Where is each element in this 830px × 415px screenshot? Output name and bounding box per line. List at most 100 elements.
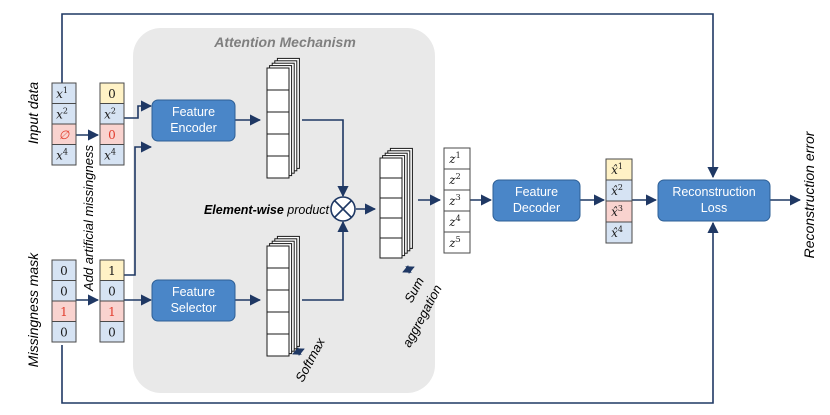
cell-symbol: 0 bbox=[108, 128, 116, 142]
elementwise-product-icon bbox=[330, 196, 356, 222]
cell-symbol: z bbox=[448, 236, 456, 250]
vector-cell-value: x2 bbox=[104, 106, 116, 121]
reconstruction-vector: x̂1x̂2x̂3x̂4 bbox=[605, 158, 633, 244]
vector-cell-value: 1 bbox=[108, 264, 116, 278]
vector-cell bbox=[99, 144, 125, 166]
vector-cell-value: 0 bbox=[60, 284, 68, 298]
missingness-mask-vector: 0 0 1 0 bbox=[51, 259, 77, 343]
reconstruction-loss-block: Reconstruction Loss bbox=[657, 179, 771, 222]
vector-cell bbox=[51, 321, 77, 343]
vector-cell bbox=[51, 144, 77, 166]
elementwise-product-label: Element-wise product bbox=[204, 203, 330, 217]
encoder-label-1: Feature bbox=[172, 105, 215, 119]
vector-cell bbox=[99, 321, 125, 343]
vector-cell-value: 1 bbox=[108, 305, 116, 319]
cell-symbol: x bbox=[104, 107, 111, 121]
vector-cell-value: 0 bbox=[108, 87, 116, 101]
selector-label-1: Feature bbox=[172, 285, 215, 299]
cell-symbol: 0 bbox=[60, 284, 68, 298]
cell-symbol: z bbox=[448, 215, 456, 229]
cell-symbol: 0 bbox=[108, 284, 116, 298]
cell-symbol: 0 bbox=[108, 325, 116, 339]
cell-symbol: x̂ bbox=[611, 184, 618, 198]
vector-cell-value: z4 bbox=[448, 214, 460, 229]
cell-superscript: 5 bbox=[456, 235, 461, 244]
input-data-label: Input data bbox=[25, 82, 41, 144]
vector-cell-value: 0 bbox=[60, 264, 68, 278]
cell-symbol: z bbox=[448, 173, 456, 187]
stack-layer bbox=[266, 245, 290, 357]
vector-cell-value: x2 bbox=[56, 106, 68, 121]
cell-superscript: 1 bbox=[63, 86, 68, 95]
vector-cell-value: x̂4 bbox=[611, 225, 623, 240]
attention-title: Attention Mechanism bbox=[213, 34, 356, 50]
cell-symbol: 1 bbox=[108, 264, 116, 278]
feature-encoder-block: Feature Encoder bbox=[151, 99, 236, 142]
cell-superscript: 2 bbox=[63, 106, 68, 115]
vector-cell-value: ∅ bbox=[59, 128, 70, 142]
vector-cell-value: x̂2 bbox=[611, 183, 623, 198]
cell-superscript: 1 bbox=[456, 151, 461, 160]
vector-cell-value: 0 bbox=[108, 128, 116, 142]
decoder-label-1: Feature bbox=[515, 185, 558, 199]
vector-cell-value: 0 bbox=[108, 284, 116, 298]
dim-arrows bbox=[292, 265, 415, 356]
cell-superscript: 3 bbox=[456, 193, 461, 202]
cell-superscript: 4 bbox=[111, 147, 116, 156]
vector-cell-value: x4 bbox=[104, 147, 116, 162]
cell-symbol: 0 bbox=[108, 87, 116, 101]
cell-superscript: 2 bbox=[111, 106, 116, 115]
vector-cell-value: z5 bbox=[448, 235, 460, 250]
decoder-label-2: Decoder bbox=[513, 201, 560, 215]
missingness-mask-label: Missingness mask bbox=[25, 252, 41, 367]
selector-label-2: Selector bbox=[171, 301, 217, 315]
cell-symbol: x̂ bbox=[611, 205, 618, 219]
cell-symbol: x̂ bbox=[611, 226, 618, 240]
cell-superscript: 4 bbox=[456, 214, 461, 223]
feature-decoder-block: Feature Decoder bbox=[492, 179, 581, 222]
vector-cell-value: 0 bbox=[60, 325, 68, 339]
cell-symbol: x bbox=[56, 107, 63, 121]
cell-symbol: 1 bbox=[60, 305, 68, 319]
encoder-label-2: Encoder bbox=[170, 121, 217, 135]
updated-mask-vector: 1 0 1 0 bbox=[99, 259, 125, 343]
cell-superscript: 2 bbox=[456, 172, 461, 181]
stack-layer bbox=[266, 67, 290, 179]
cell-superscript: 1 bbox=[618, 162, 623, 171]
loss-label-1: Reconstruction bbox=[672, 185, 755, 199]
add-missingness-label: Add artificial missingness bbox=[81, 145, 96, 292]
cell-symbol: 0 bbox=[60, 264, 68, 278]
cell-superscript: 3 bbox=[618, 204, 623, 213]
cell-symbol: x bbox=[56, 148, 63, 162]
reconstruction-error-label: Reconstruction error bbox=[801, 130, 817, 258]
cell-symbol: ∅ bbox=[59, 128, 70, 142]
vector-cell bbox=[605, 221, 633, 244]
vector-cell-value: x̂1 bbox=[611, 162, 623, 177]
vector-cell-value: z1 bbox=[448, 151, 460, 166]
vector-cell-value: x1 bbox=[56, 86, 68, 101]
vector-cell-value: z3 bbox=[448, 193, 460, 208]
cell-symbol: z bbox=[448, 152, 456, 166]
vector-cell-value: z2 bbox=[448, 172, 460, 187]
aggregated-stack bbox=[379, 147, 413, 259]
selector-output-stack bbox=[266, 235, 300, 357]
cell-superscript: 2 bbox=[618, 183, 623, 192]
cell-symbol: x̂ bbox=[611, 163, 618, 177]
feature-selector-block: Feature Selector bbox=[151, 279, 236, 322]
cell-symbol: 0 bbox=[60, 325, 68, 339]
cell-superscript: 4 bbox=[63, 147, 68, 156]
loss-label-2: Loss bbox=[701, 201, 727, 215]
cell-symbol: 1 bbox=[108, 305, 116, 319]
vector-cell-value: x̂3 bbox=[611, 204, 623, 219]
stack-layer bbox=[379, 157, 403, 259]
vector-cell-value: 1 bbox=[60, 305, 68, 319]
vector-cell-value: x4 bbox=[56, 147, 68, 162]
cell-superscript: 4 bbox=[618, 225, 623, 234]
wires bbox=[61, 13, 802, 404]
vector-cell-value: 0 bbox=[108, 325, 116, 339]
encoder-output-stack bbox=[266, 57, 300, 179]
